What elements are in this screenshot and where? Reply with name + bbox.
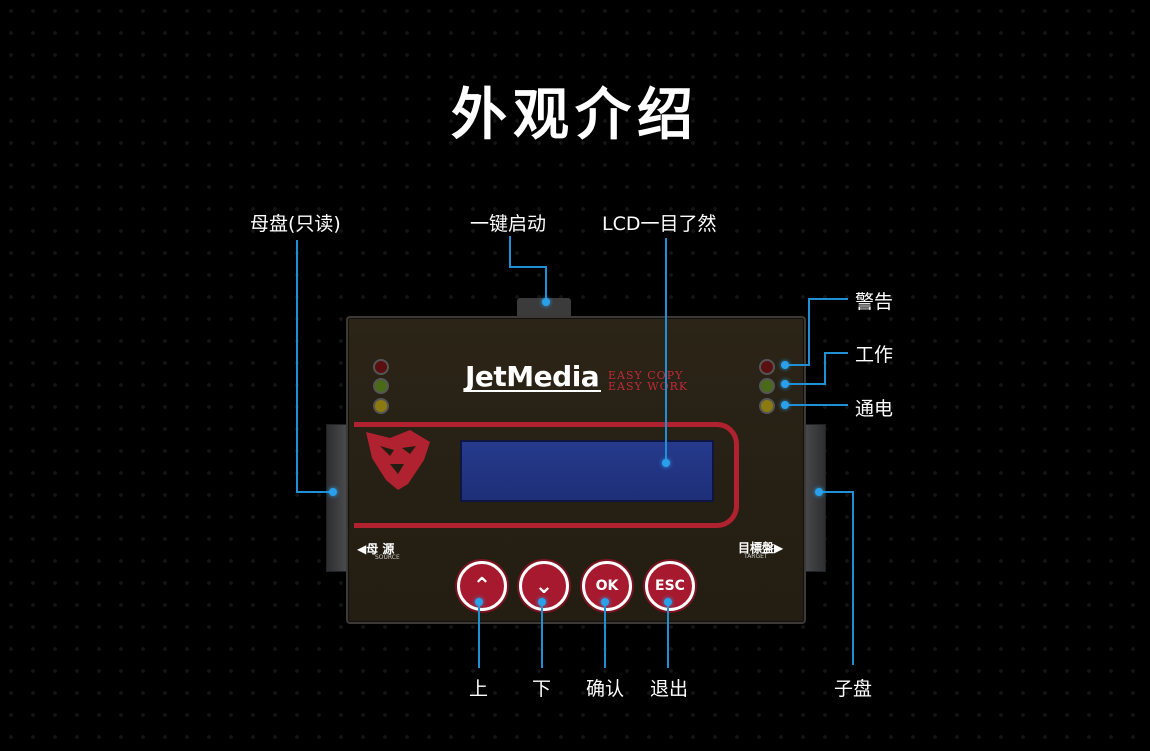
warning-label: 警告 — [855, 291, 894, 313]
exit-label: 退出 — [650, 678, 689, 700]
source-tag: ◀母 源 — [357, 542, 395, 556]
up-label: 上 — [469, 678, 489, 700]
lcd-screen — [460, 440, 714, 502]
confirm-label: 确认 — [586, 678, 625, 700]
brand-name: JetMedia — [465, 360, 600, 393]
one-key-start-label: 一键启动 — [470, 213, 547, 235]
slogan-line1: EASY COPY — [608, 369, 684, 382]
source-disk-label: 母盘(只读) — [250, 213, 341, 235]
page-title: 外观介绍 — [451, 83, 699, 148]
power-led — [759, 398, 775, 414]
left-led-red — [373, 359, 389, 375]
lcd-label: LCD一目了然 — [602, 213, 717, 235]
tiger-logo-icon — [366, 430, 430, 490]
target-sub: TARGET — [744, 553, 768, 560]
lcd-frame — [354, 422, 739, 528]
working-led — [759, 378, 775, 394]
brand-underline — [465, 390, 601, 392]
slogan-line2: EASY WORK — [608, 380, 689, 393]
down-label: 下 — [532, 678, 552, 700]
source-sub: SOURCE — [375, 554, 400, 561]
warning-led — [759, 359, 775, 375]
left-led-yellow — [373, 398, 389, 414]
duplicator-device — [346, 316, 806, 624]
target-disk-label: 子盘 — [834, 678, 873, 700]
power-switch[interactable] — [517, 298, 571, 316]
power-label: 通电 — [855, 398, 894, 420]
source-connector — [326, 424, 348, 572]
working-label: 工作 — [855, 344, 894, 366]
left-led-green — [373, 378, 389, 394]
target-tag: 目標盤▶ — [738, 541, 784, 555]
